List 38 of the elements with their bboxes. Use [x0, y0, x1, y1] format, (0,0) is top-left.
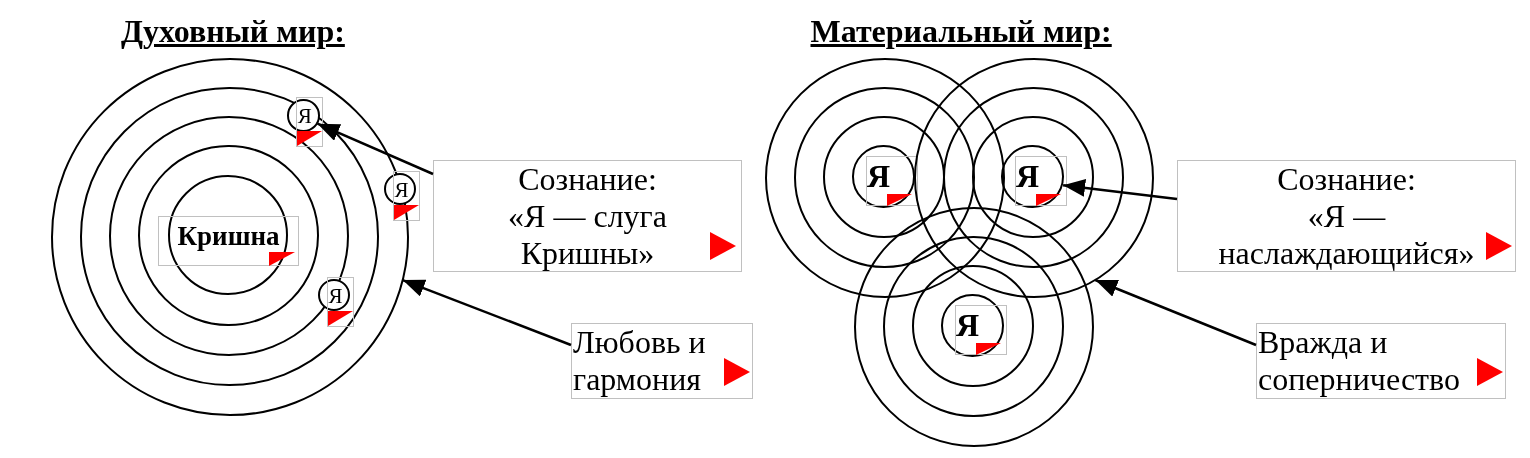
- text-box: [1256, 323, 1506, 399]
- arrow: [317, 122, 434, 176]
- callout-text: «Я — наслаждающийся»: [1217, 198, 1476, 272]
- arrow: [1094, 278, 1257, 347]
- circle-label: Я: [1016, 159, 1040, 193]
- arrow: [402, 278, 572, 347]
- ring: [80, 87, 379, 386]
- ring: [911, 264, 1035, 388]
- ring: [883, 236, 1064, 417]
- circle-label: Я: [297, 104, 312, 129]
- circle-label: Я: [867, 159, 891, 193]
- circle-label: Я: [328, 283, 343, 308]
- callout-text: «Я — слуга Кришны»: [507, 198, 668, 272]
- callout-text: Вражда и соперничество: [1258, 324, 1461, 398]
- arrow: [1062, 179, 1178, 201]
- ring: [913, 57, 1155, 299]
- circle-label: Кришна: [177, 219, 280, 252]
- circle-label: Я: [956, 308, 980, 342]
- text-box: [433, 160, 742, 272]
- inner-circle: [1001, 145, 1064, 208]
- inner-circle: [941, 294, 1004, 357]
- ring: [971, 115, 1095, 239]
- ring: [794, 87, 975, 268]
- callout-text: Любовь и гармония: [573, 324, 707, 398]
- ring: [943, 87, 1124, 268]
- callout-text: Сознание:: [518, 161, 657, 198]
- callout-text: Сознание:: [1277, 161, 1416, 198]
- inner-circle: [852, 145, 915, 208]
- circle-label: Я: [394, 177, 409, 202]
- ring: [50, 57, 410, 417]
- ring: [138, 145, 319, 326]
- ring: [764, 57, 1006, 299]
- ring: [853, 206, 1095, 448]
- text-box: [1177, 160, 1516, 272]
- heading: Духовный мир:: [121, 13, 345, 49]
- heading: Материальный мир:: [810, 13, 1112, 49]
- text-box: [571, 323, 753, 399]
- ring: [822, 115, 946, 239]
